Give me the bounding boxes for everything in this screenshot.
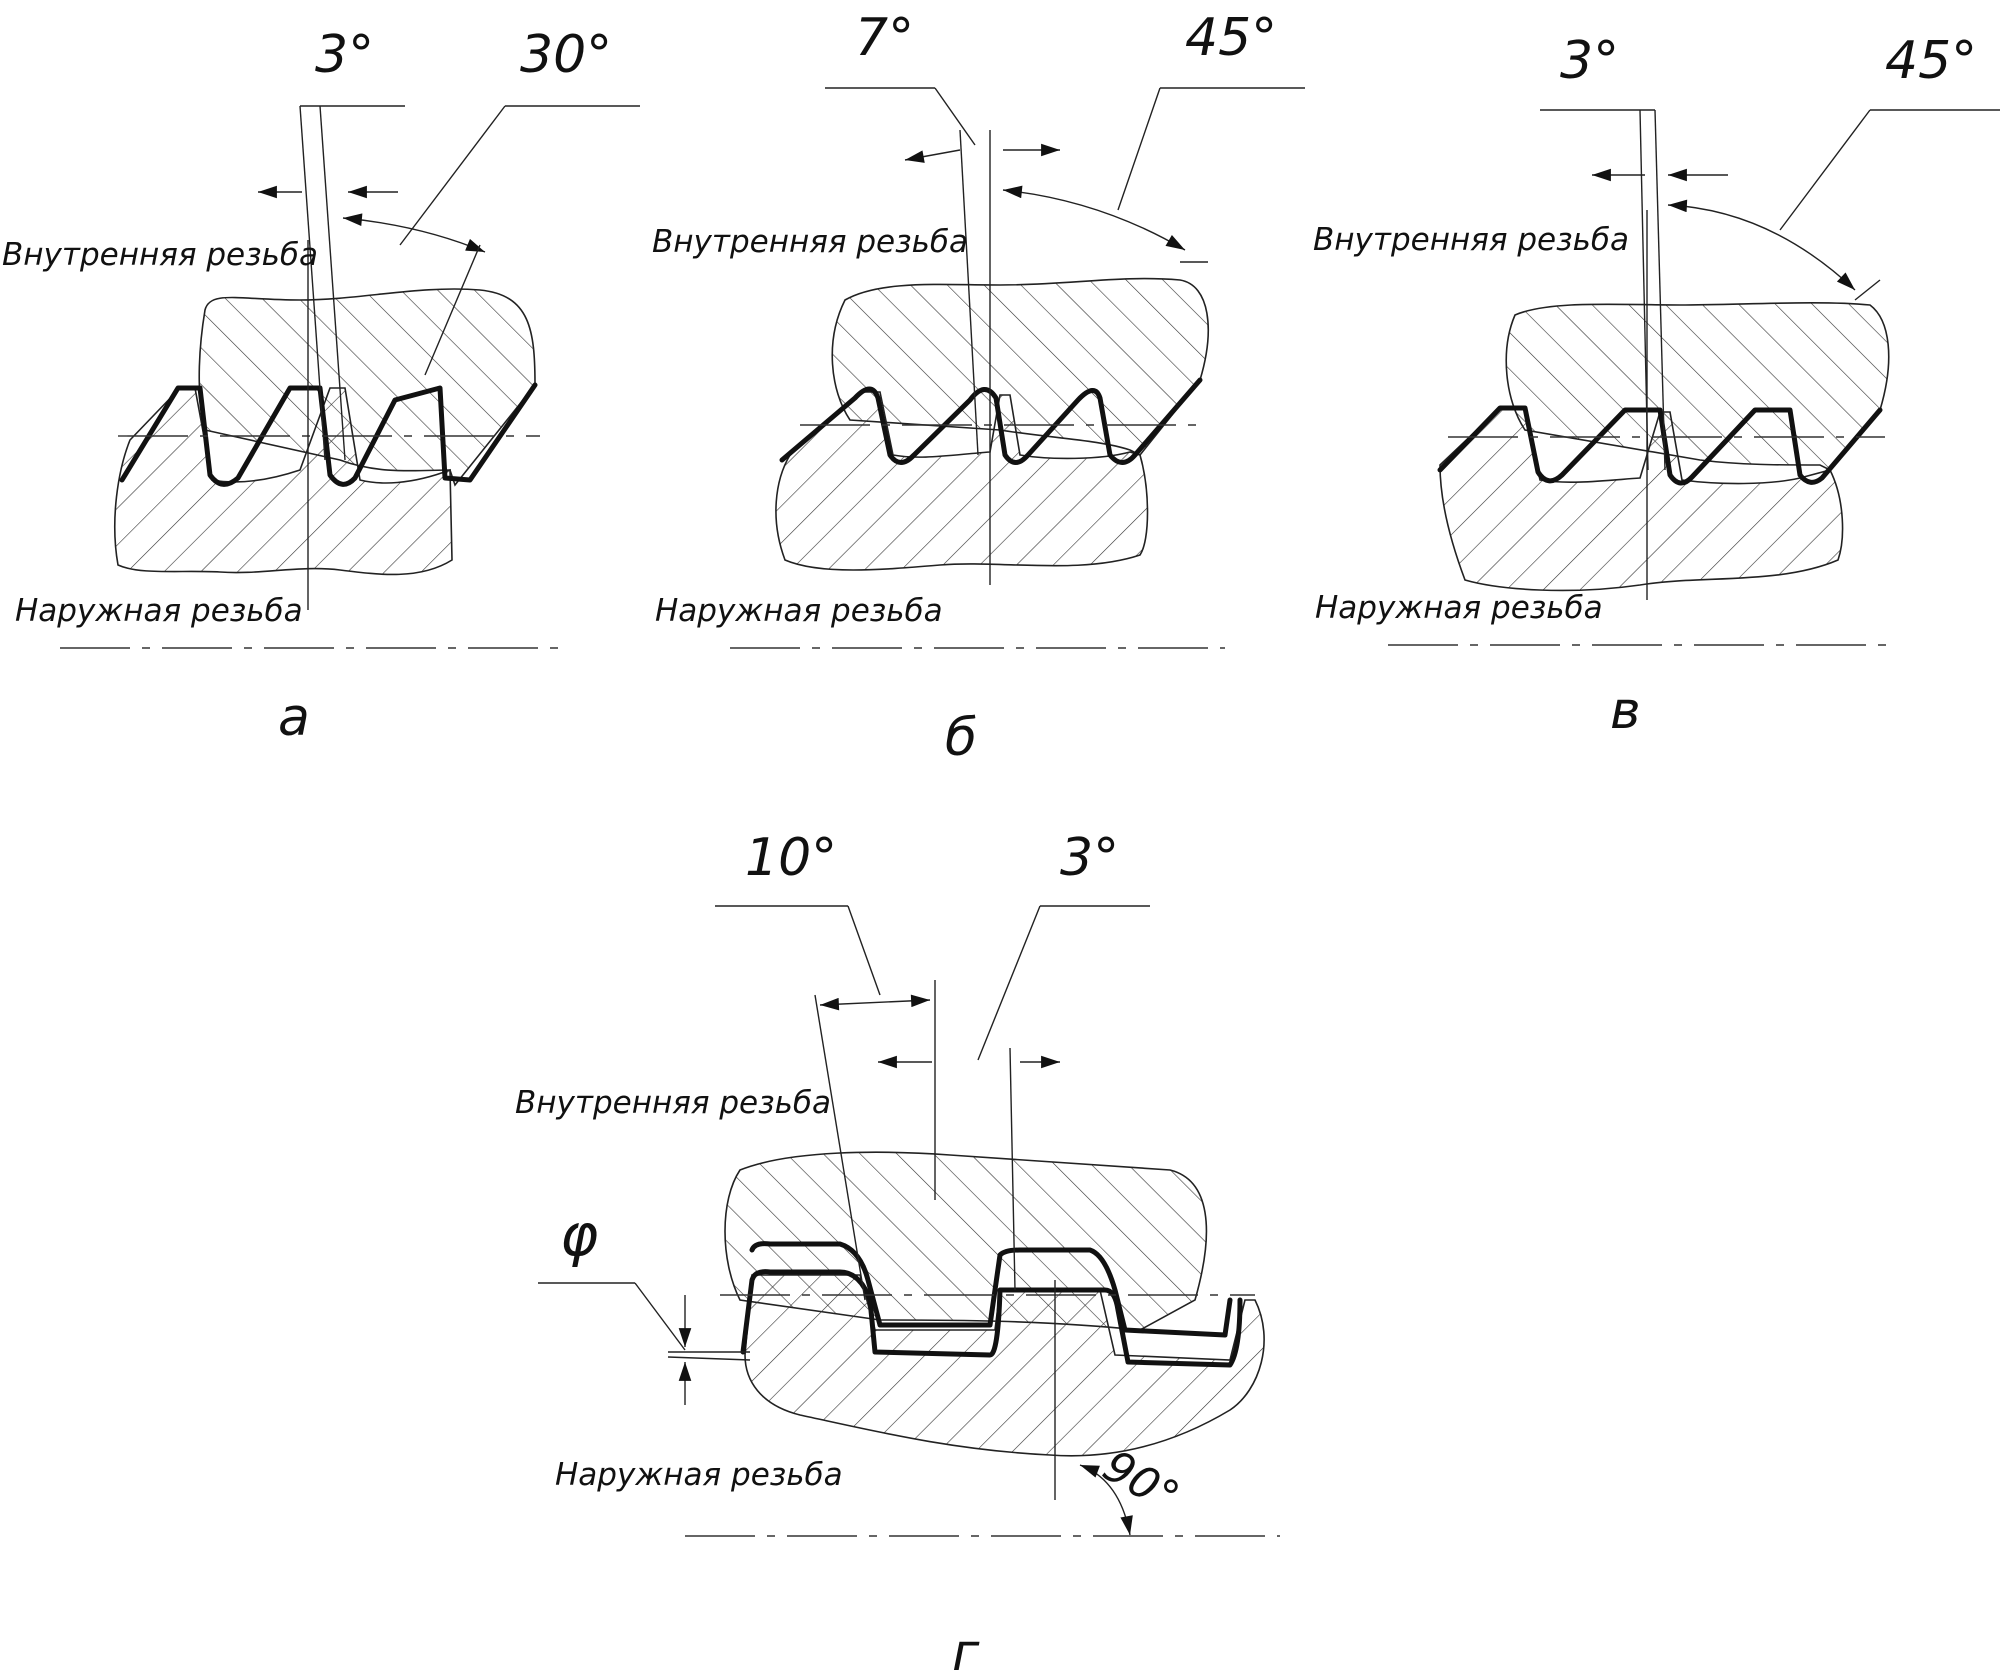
panel-g: 10° 3° 90° φ Внутренняя резьба Наружная … bbox=[515, 828, 1280, 1679]
panel-a: 3° 30° Внутренняя резьба Наружная резьба… bbox=[2, 25, 640, 748]
outer-part-v bbox=[1439, 407, 1844, 592]
angle-label-a-right: 30° bbox=[520, 25, 612, 85]
figure-letter-b: б bbox=[945, 708, 977, 768]
gap-symbol-phi: φ bbox=[560, 1201, 598, 1269]
thread-profile-g-inner bbox=[749, 1241, 1233, 1338]
inner-thread-label-v: Внутренняя резьба bbox=[1313, 222, 1629, 258]
figure-letter-a: а bbox=[278, 688, 310, 748]
outer-thread-label-b: Наружная резьба bbox=[655, 593, 943, 629]
inner-thread-label-g: Внутренняя резьба bbox=[515, 1085, 831, 1121]
angle-label-b-right: 45° bbox=[1185, 8, 1277, 68]
angle-label-v-left: 3° bbox=[1560, 31, 1619, 91]
outer-part-a bbox=[114, 387, 453, 576]
thread-profile-g-outer bbox=[740, 1269, 1243, 1368]
inner-part-b bbox=[831, 277, 1209, 457]
figure-letter-v: в bbox=[1610, 681, 1641, 741]
angle-label-v-right: 45° bbox=[1885, 31, 1977, 91]
inner-thread-label-a: Внутренняя резьба bbox=[2, 237, 318, 273]
panel-v: 3° 45° Внутренняя резьба Наружная резьба… bbox=[1313, 31, 2000, 741]
outer-part-g bbox=[744, 1274, 1265, 1457]
angle-label-g-left: 10° bbox=[745, 828, 837, 888]
angle-label-g-right: 3° bbox=[1060, 828, 1119, 888]
figure-letter-g: г bbox=[952, 1623, 980, 1679]
angle-label-a-left: 3° bbox=[315, 25, 374, 85]
thread-profile-b bbox=[779, 377, 1203, 465]
angle-label-b-left: 7° bbox=[855, 8, 914, 68]
thread-profile-v bbox=[1437, 405, 1883, 486]
outer-thread-label-v: Наружная резьба bbox=[1315, 590, 1603, 626]
thread-profile-a bbox=[119, 382, 538, 487]
panel-b: 7° 45° Внутренняя резьба Наружная резьба… bbox=[652, 8, 1305, 768]
inner-part-v bbox=[1505, 301, 1890, 471]
outer-thread-label-a: Наружная резьба bbox=[15, 593, 303, 629]
inner-thread-label-b: Внутренняя резьба bbox=[652, 224, 968, 260]
outer-thread-label-g: Наружная резьба bbox=[555, 1457, 843, 1493]
